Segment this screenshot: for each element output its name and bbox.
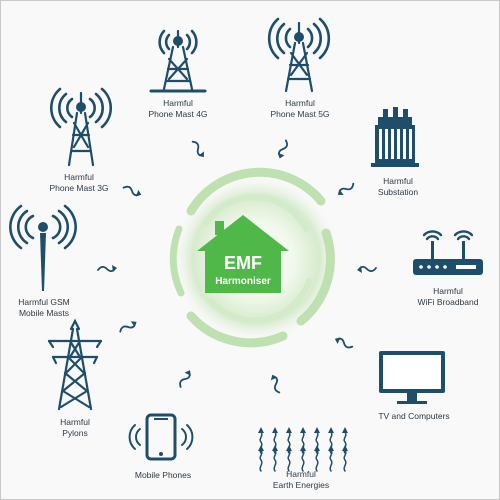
- label-mobile-phones: Mobile Phones: [134, 470, 192, 480]
- label-substation: Harmful Substation: [377, 176, 419, 197]
- label-earth-energies: Harmful Earth Energies: [272, 469, 330, 490]
- label-gsm-masts: Harmful GSM Mobile Masts: [18, 297, 70, 318]
- cell-tower-icon: [50, 87, 112, 167]
- label-pylons: Harmful Pylons: [60, 417, 90, 438]
- antenna-mast-icon: [9, 204, 77, 291]
- cell-tower-icon: [149, 29, 207, 93]
- house-icon: EMF Harmoniser: [197, 215, 289, 293]
- transformer-icon: [371, 107, 419, 167]
- mobile-phone-icon: [128, 413, 194, 461]
- label-tv-computers: TV and Computers: [378, 411, 450, 421]
- power-pylon-icon: [47, 318, 103, 411]
- label-wifi: Harmful WiFi Broadband: [417, 286, 479, 307]
- center-subtitle: Harmoniser: [215, 276, 271, 287]
- label-phone-mast-3g: Harmful Phone Mast 3G: [49, 172, 109, 193]
- label-phone-mast-5g: Harmful Phone Mast 5G: [270, 98, 330, 119]
- cell-tower-icon: [267, 17, 331, 93]
- monitor-icon: [379, 351, 445, 404]
- label-phone-mast-4g: Harmful Phone Mast 4G: [148, 98, 208, 119]
- center-title: EMF: [224, 253, 262, 273]
- wifi-router-icon: [413, 230, 483, 275]
- earth-energy-icon: [257, 426, 349, 472]
